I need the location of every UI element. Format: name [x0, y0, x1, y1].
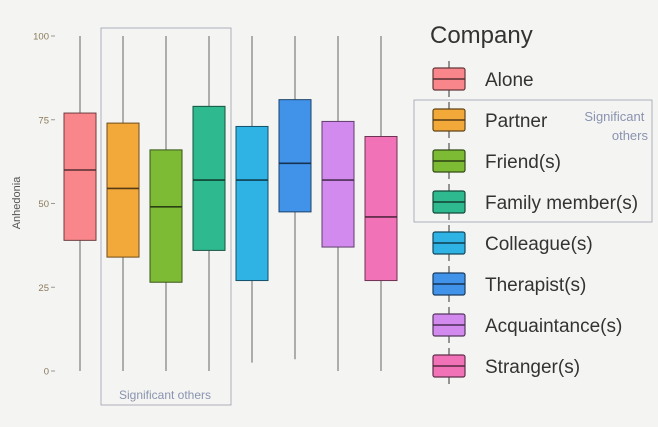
legend-title: Company [430, 22, 533, 49]
legend-label: Acquaintance(s) [485, 316, 622, 337]
legend-item: Partner [432, 102, 548, 138]
y-tick-label: 0 [44, 367, 49, 378]
y-tick-label: 100 [33, 32, 49, 43]
y-tick-label: 75 [38, 115, 49, 126]
legend-item: Friend(s) [432, 143, 561, 179]
box-friend-s [149, 36, 183, 371]
bracket-label-bottom: Significant others [119, 388, 211, 402]
legend-item: Family member(s) [432, 184, 638, 220]
box-iqr [235, 125, 269, 282]
legend-label: Alone [485, 70, 534, 91]
box-alone [63, 36, 97, 371]
box-therapist-s [278, 36, 312, 360]
box-iqr [63, 112, 97, 241]
box-colleague-s [235, 36, 269, 363]
legend-label: Friend(s) [485, 152, 561, 173]
legend-label: Partner [485, 111, 548, 132]
box-iqr [364, 136, 398, 282]
box-iqr [192, 105, 226, 251]
legend-item: Therapist(s) [432, 266, 586, 302]
significant-others-bracket-plot [100, 27, 232, 406]
legend-item: Alone [432, 61, 534, 97]
legend-label: Family member(s) [485, 193, 638, 214]
legend-item: Colleague(s) [432, 225, 593, 261]
box-iqr [149, 149, 183, 283]
y-axis-label: Anhedonia [11, 176, 23, 229]
legend-item: Acquaintance(s) [432, 307, 622, 343]
box-family-member-s [192, 36, 226, 371]
box-iqr [106, 122, 140, 258]
y-tick-label: 50 [38, 199, 49, 210]
box-partner [106, 36, 140, 371]
box-acquaintance-s [321, 36, 355, 371]
box-iqr [278, 99, 312, 213]
box-stranger-s [364, 36, 398, 371]
legend-item: Stranger(s) [432, 348, 580, 384]
bracket-label-legend: Significant others [584, 109, 648, 143]
box-iqr [321, 120, 355, 248]
legend-label: Colleague(s) [485, 234, 593, 255]
significant-others-bracket-legend [413, 99, 653, 223]
legend-label: Stranger(s) [485, 357, 580, 378]
y-tick-label: 25 [38, 283, 49, 294]
legend-label: Therapist(s) [485, 275, 586, 296]
